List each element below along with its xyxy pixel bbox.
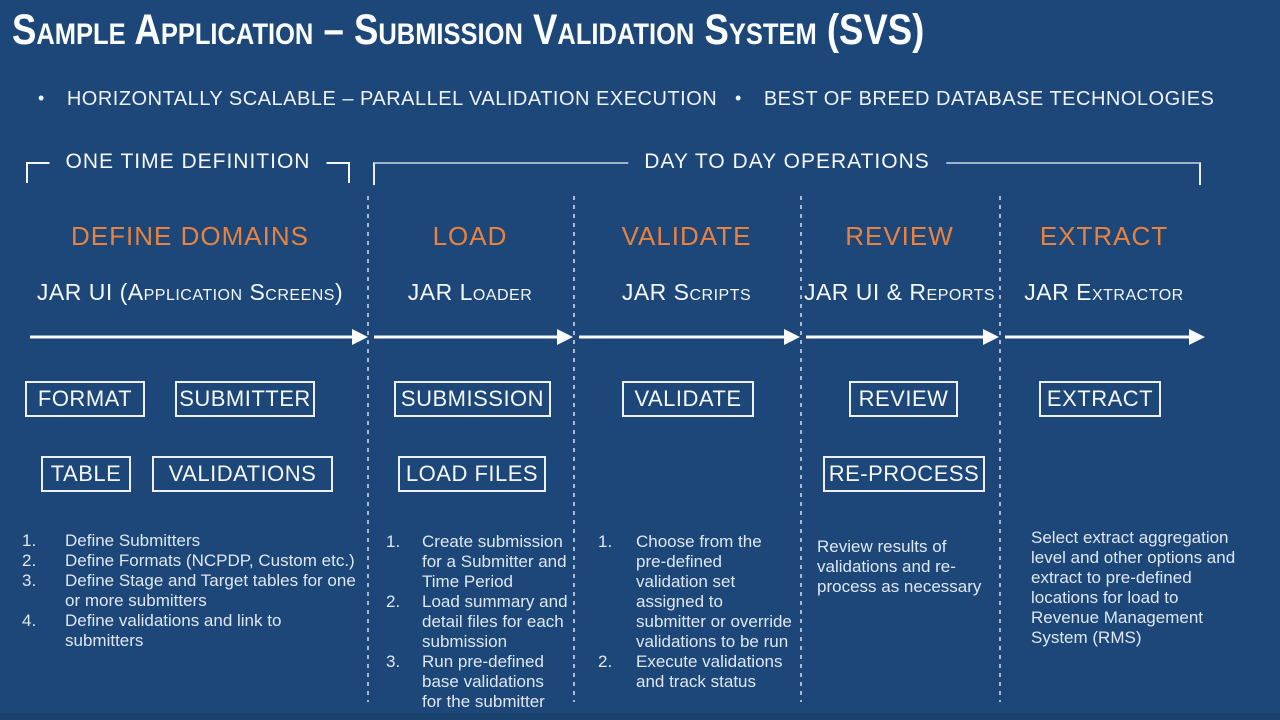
phase-bracket-day-to-day: DAY TO DAY OPERATIONS (373, 150, 1201, 185)
list-item: 2.Load summary and detail files for each… (386, 592, 568, 651)
list-item: 1.Define Submitters (22, 531, 201, 550)
bullet-item-database: • BEST OF BREED DATABASE TECHNOLOGIES (735, 88, 1214, 111)
list-item: 3.Run pre-defined base validations for t… (386, 652, 545, 711)
column-divider (367, 196, 369, 702)
step-box-validations: VALIDATIONS (152, 456, 333, 492)
column-header-define-domains: DEFINE DOMAINS (71, 221, 309, 251)
list-item: 4.Define validations and link to submitt… (22, 611, 282, 650)
phase-label: DAY TO DAY OPERATIONS (628, 150, 946, 174)
step-box-format: FORMAT (25, 381, 145, 417)
tool-label-jar-ui: JAR UI (Application Screens) (36, 279, 344, 305)
bullet-text: BEST OF BREED DATABASE TECHNOLOGIES (763, 88, 1215, 110)
notes-define-domains: 1.Define Submitters 2.Define Formats (NC… (22, 531, 358, 651)
bullet-text: HORIZONTALLY SCALABLE – PARALLEL VALIDAT… (66, 88, 718, 110)
tool-label-jar-scripts: JAR Scripts (621, 279, 752, 305)
step-box-submitter: SUBMITTER (175, 381, 315, 417)
notes-load: 1.Create submission for a Submitter and … (386, 532, 568, 712)
page-title: Sample Application – Submission Validati… (12, 6, 925, 54)
process-flow-arrows (30, 329, 1205, 345)
column-divider (999, 196, 1001, 702)
list-item: 1.Create submission for a Submitter and … (386, 532, 567, 591)
step-box-submission: SUBMISSION (394, 381, 551, 417)
list-item: 3.Define Stage and Target tables for one… (22, 571, 356, 610)
step-box-validate: VALIDATE (622, 381, 754, 417)
step-box-review: REVIEW (849, 381, 958, 417)
slide-bottom-edge (0, 713, 1280, 720)
list-item: 1.Choose from the pre-defined validation… (598, 532, 792, 651)
column-header-review: REVIEW (845, 221, 954, 251)
bullet-dot-icon: • (735, 88, 742, 108)
step-box-table: TABLE (41, 456, 131, 492)
column-header-validate: VALIDATE (621, 221, 752, 251)
tool-label-jar-loader: JAR Loader (407, 279, 533, 305)
step-box-re-process: RE-PROCESS (823, 456, 985, 492)
notes-validate: 1.Choose from the pre-defined validation… (598, 532, 794, 692)
phase-bracket-one-time: ONE TIME DEFINITION (26, 150, 350, 183)
column-divider (800, 196, 802, 702)
notes-review: Review results of validations and re-pro… (817, 537, 982, 596)
column-header-extract: EXTRACT (1039, 221, 1169, 251)
column-header-load: LOAD (432, 221, 508, 251)
tool-label-jar-reports: JAR UI & Reports (803, 279, 996, 305)
notes-extract: Select extract aggregation level and oth… (1031, 528, 1236, 647)
column-divider (573, 196, 575, 702)
tool-label-jar-extractor: JAR Extractor (1024, 279, 1184, 305)
step-box-load-files: LOAD FILES (398, 456, 546, 492)
step-box-extract: EXTRACT (1039, 381, 1161, 417)
list-item: 2.Execute validations and track status (598, 652, 783, 691)
bullet-item-scalable: • HORIZONTALLY SCALABLE – PARALLEL VALIDA… (38, 88, 717, 111)
phase-label: ONE TIME DEFINITION (49, 150, 327, 174)
bullet-dot-icon: • (38, 88, 45, 108)
list-item: 2.Define Formats (NCPDP, Custom etc.) (22, 551, 355, 570)
